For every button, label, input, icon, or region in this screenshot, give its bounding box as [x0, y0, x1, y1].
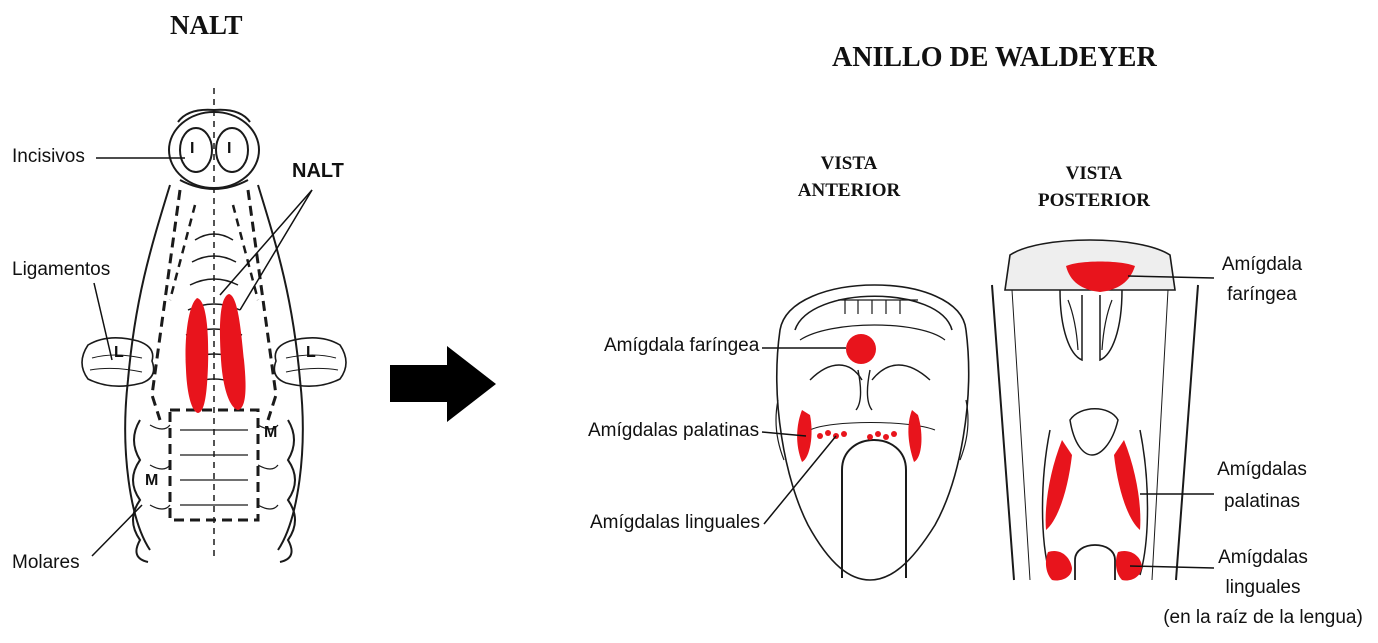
label-incisivos: Incisivos — [12, 146, 85, 168]
right-leader-lines — [762, 276, 1214, 568]
label-ligamentos: Ligamentos — [12, 259, 110, 281]
posterior-heading: VISTA POSTERIOR — [1024, 160, 1164, 214]
label-nalt: NALT — [292, 160, 344, 183]
label-palatinas-line2: palatinas — [1210, 486, 1314, 518]
left-title: NALT — [170, 10, 243, 41]
molar-glyph-right: M — [264, 424, 277, 442]
right-arrow — [390, 346, 496, 422]
incisor-glyph-right: I — [227, 140, 231, 158]
ligament-glyph-left: L — [114, 344, 124, 362]
label-amigdalas-palatinas-anterior: Amígdalas palatinas — [588, 420, 759, 442]
label-amigdalas-linguales-anterior: Amígdalas linguales — [590, 512, 760, 534]
label-amigdalas-linguales-posterior: Amígdalas linguales (en la raíz de la le… — [1150, 543, 1376, 633]
incisor-glyph-left: I — [190, 140, 194, 158]
label-amigdala-faringea-posterior: Amígdala faríngea — [1212, 250, 1312, 310]
label-linguales-line1: Amígdalas — [1150, 543, 1376, 573]
anterior-heading-line2: ANTERIOR — [790, 177, 908, 204]
label-molares: Molares — [12, 552, 80, 574]
posterior-heading-line1: VISTA — [1024, 160, 1164, 187]
right-title: ANILLO DE WALDEYER — [832, 42, 1157, 74]
label-amigdala-faringea-anterior: Amígdala faríngea — [604, 335, 759, 357]
label-linguales-line3: (en la raíz de la lengua) — [1150, 603, 1376, 633]
label-faringea-line1: Amígdala — [1212, 250, 1312, 280]
molar-glyph-left: M — [145, 472, 158, 490]
label-linguales-line2: linguales — [1150, 573, 1376, 603]
anterior-heading: VISTA ANTERIOR — [790, 150, 908, 204]
anterior-heading-line1: VISTA — [790, 150, 908, 177]
posterior-heading-line2: POSTERIOR — [1024, 187, 1164, 214]
ligament-glyph-right: L — [306, 344, 316, 362]
label-faringea-line2: faríngea — [1212, 280, 1312, 310]
label-palatinas-line1: Amígdalas — [1210, 454, 1314, 486]
label-amigdalas-palatinas-posterior: Amígdalas palatinas — [1210, 454, 1314, 518]
